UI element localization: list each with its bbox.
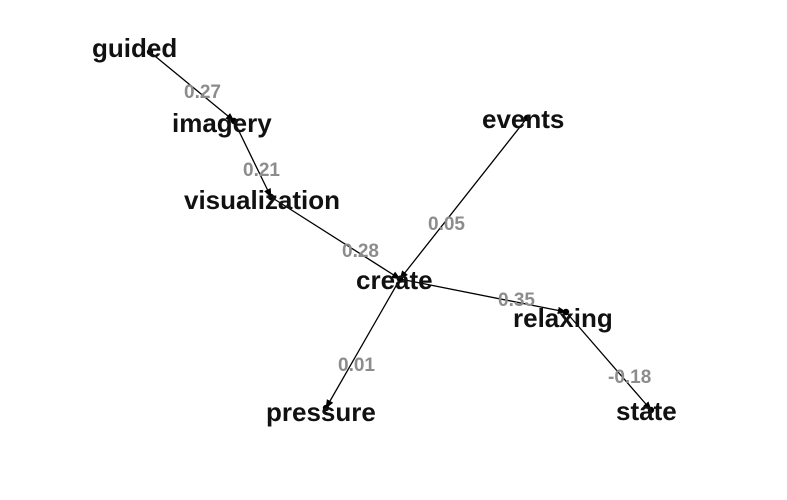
node-label-events: events (482, 104, 564, 134)
edge-weight-guided-to-imagery: 0.27 (184, 82, 221, 103)
edge-weight-events-to-create: 0.05 (428, 214, 465, 235)
node-dot-visualization (267, 193, 275, 201)
node-label-create: create (356, 265, 433, 295)
node-label-guided: guided (92, 33, 177, 63)
node-layer: guided imagery visualization create events re… (92, 33, 677, 427)
edge-arrow-create-to-pressure (325, 278, 401, 409)
edge-layer: 0.27 0.21 0.28 0.05 0.35 0.01 -0.18 (149, 51, 652, 411)
edge-arrow-visualization-to-create (270, 196, 401, 280)
node-dot-imagery (230, 117, 238, 125)
node-dot-relaxing (562, 308, 570, 316)
edge-arrow-events-to-create (399, 117, 528, 280)
node-dot-create (396, 275, 404, 283)
edge-weight-create-to-pressure: 0.01 (338, 355, 375, 376)
edge-weight-relaxing-to-state: -0.18 (608, 367, 651, 388)
edge-weight-create-to-relaxing: 0.35 (498, 290, 535, 311)
node-label-relaxing: relaxing (513, 303, 613, 333)
node-dot-pressure (322, 404, 330, 412)
edge-arrow-create-to-relaxing (399, 278, 567, 314)
node-dot-guided (146, 48, 154, 56)
edge-weight-visualization-to-create: 0.28 (342, 241, 379, 262)
node-label-state: state (616, 396, 677, 426)
node-label-visualization: visualization (184, 185, 340, 215)
node-dot-events (523, 114, 531, 122)
edge-arrow-imagery-to-visualization (233, 120, 272, 198)
edge-arrow-relaxing-to-state (565, 311, 652, 411)
node-label-imagery: imagery (172, 108, 272, 138)
node-label-pressure: pressure (266, 397, 376, 427)
node-dot-state (647, 406, 655, 414)
edge-weight-imagery-to-visualization: 0.21 (243, 160, 280, 181)
edge-arrow-guided-to-imagery (149, 51, 235, 122)
